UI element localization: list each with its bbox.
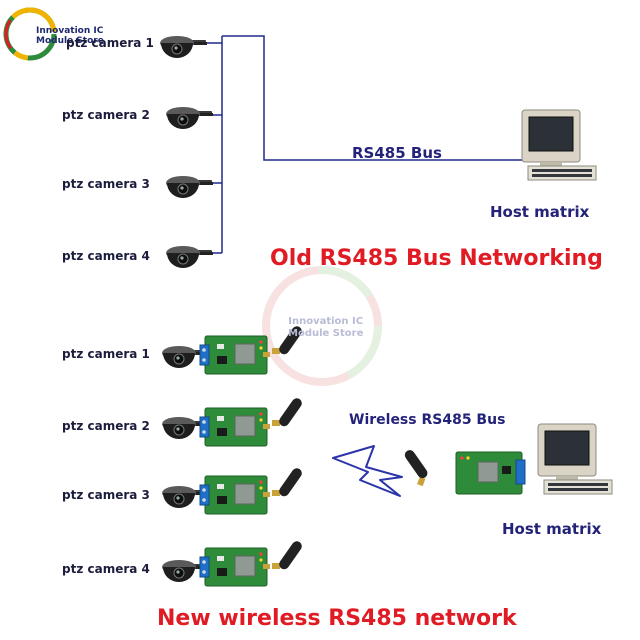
new-host-label: Host matrix — [502, 520, 602, 538]
wireless-lightning-icon — [332, 445, 403, 497]
old-host-label: Host matrix — [490, 203, 590, 221]
new-host-matrix — [537, 423, 613, 495]
watermark-text: Innovation IC Module Store — [288, 316, 363, 340]
rs485-bus-label: RS485 Bus — [352, 144, 442, 162]
old-camera-label-3: ptz camera 3 — [62, 177, 150, 191]
rf-module-4 — [199, 539, 304, 587]
logo-badge — [3, 7, 57, 61]
logo-line-2: Module Store — [36, 36, 104, 46]
old-camera-label-2: ptz camera 2 — [62, 108, 150, 122]
watermark-line-2: Module Store — [288, 328, 364, 339]
rf-module-2 — [199, 396, 304, 447]
old-camera-4 — [165, 245, 214, 269]
rf-module-3 — [199, 466, 304, 515]
logo-text: Innovation IC Module Store — [36, 26, 104, 46]
new-camera-label-2: ptz camera 2 — [62, 419, 150, 433]
old-network-title: Old RS485 Bus Networking — [270, 246, 603, 271]
new-camera-label-4: ptz camera 4 — [62, 562, 150, 576]
new-network-title: New wireless RS485 network — [157, 606, 517, 631]
wireless-bus-label: Wireless RS485 Bus — [349, 412, 506, 428]
old-camera-label-1: ptz camera 1 — [66, 36, 154, 50]
watermark-badge — [262, 266, 382, 386]
old-camera-1 — [159, 35, 208, 59]
logo-line-1: Innovation IC — [36, 26, 104, 36]
new-camera-label-3: ptz camera 3 — [62, 488, 150, 502]
old-camera-2 — [165, 106, 214, 130]
new-camera-label-1: ptz camera 1 — [62, 347, 150, 361]
old-camera-label-4: ptz camera 4 — [62, 249, 150, 263]
rf-module-host — [394, 446, 526, 495]
old-host-matrix — [521, 109, 597, 181]
old-camera-3 — [165, 175, 214, 199]
watermark-line-1: Innovation IC — [288, 316, 364, 327]
